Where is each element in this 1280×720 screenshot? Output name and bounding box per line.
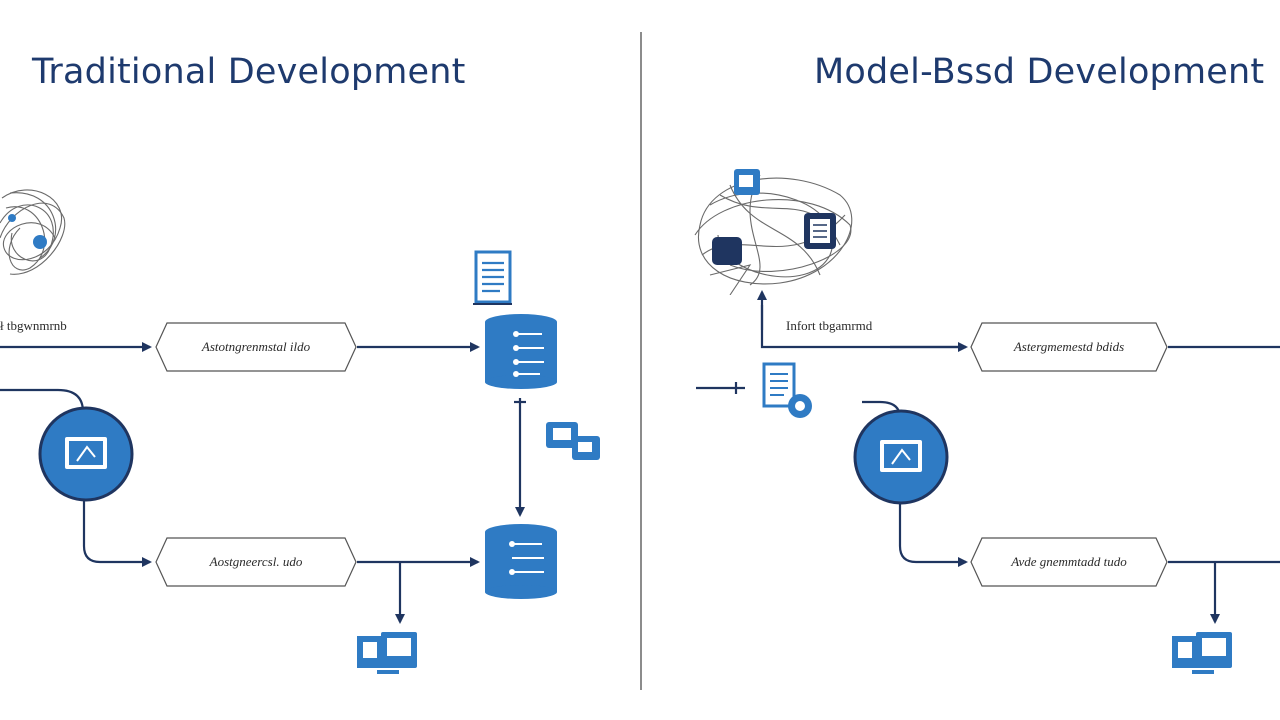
right-input-label: Infort tbgamrmd	[786, 318, 873, 333]
database-icon-2	[485, 524, 557, 599]
center-divider	[640, 32, 642, 690]
right-process-2-text: Avde gnemmtadd tudo	[1011, 554, 1127, 569]
document-gear-icon	[762, 362, 812, 418]
right-process-box-2: Avde gnemmtadd tudo	[970, 537, 1168, 587]
tangled-network-icon-right	[694, 169, 853, 295]
monitor-circle-icon-right	[853, 409, 949, 505]
document-icon	[473, 250, 512, 305]
right-process-box-1: Astergmemestd bdids	[970, 322, 1168, 372]
right-bottom-path	[898, 500, 968, 567]
desktop-icon-right	[1172, 632, 1232, 674]
monitor-circle-icon	[38, 406, 134, 502]
left-process-2-text: Aostgneercsl. udo	[209, 554, 303, 569]
chat-bubbles-icon	[546, 422, 600, 460]
left-process-box-1: Astotngrenmstal ildo	[155, 322, 357, 372]
model-based-title: Model-Bssd Development	[814, 52, 1265, 92]
database-icon	[485, 314, 557, 389]
traditional-title: Traditional Development	[32, 52, 466, 92]
tangled-network-icon	[0, 189, 66, 275]
desktop-icon	[357, 632, 417, 674]
left-input-label: ł tbgwnmrnb	[0, 318, 67, 333]
right-process-1-text: Astergmemestd bdids	[1013, 339, 1125, 354]
left-bottom-path	[82, 500, 152, 567]
left-process-box-2: Aostgneercsl. udo	[155, 537, 357, 587]
left-process-1-text: Astotngrenmstal ildo	[201, 339, 311, 354]
